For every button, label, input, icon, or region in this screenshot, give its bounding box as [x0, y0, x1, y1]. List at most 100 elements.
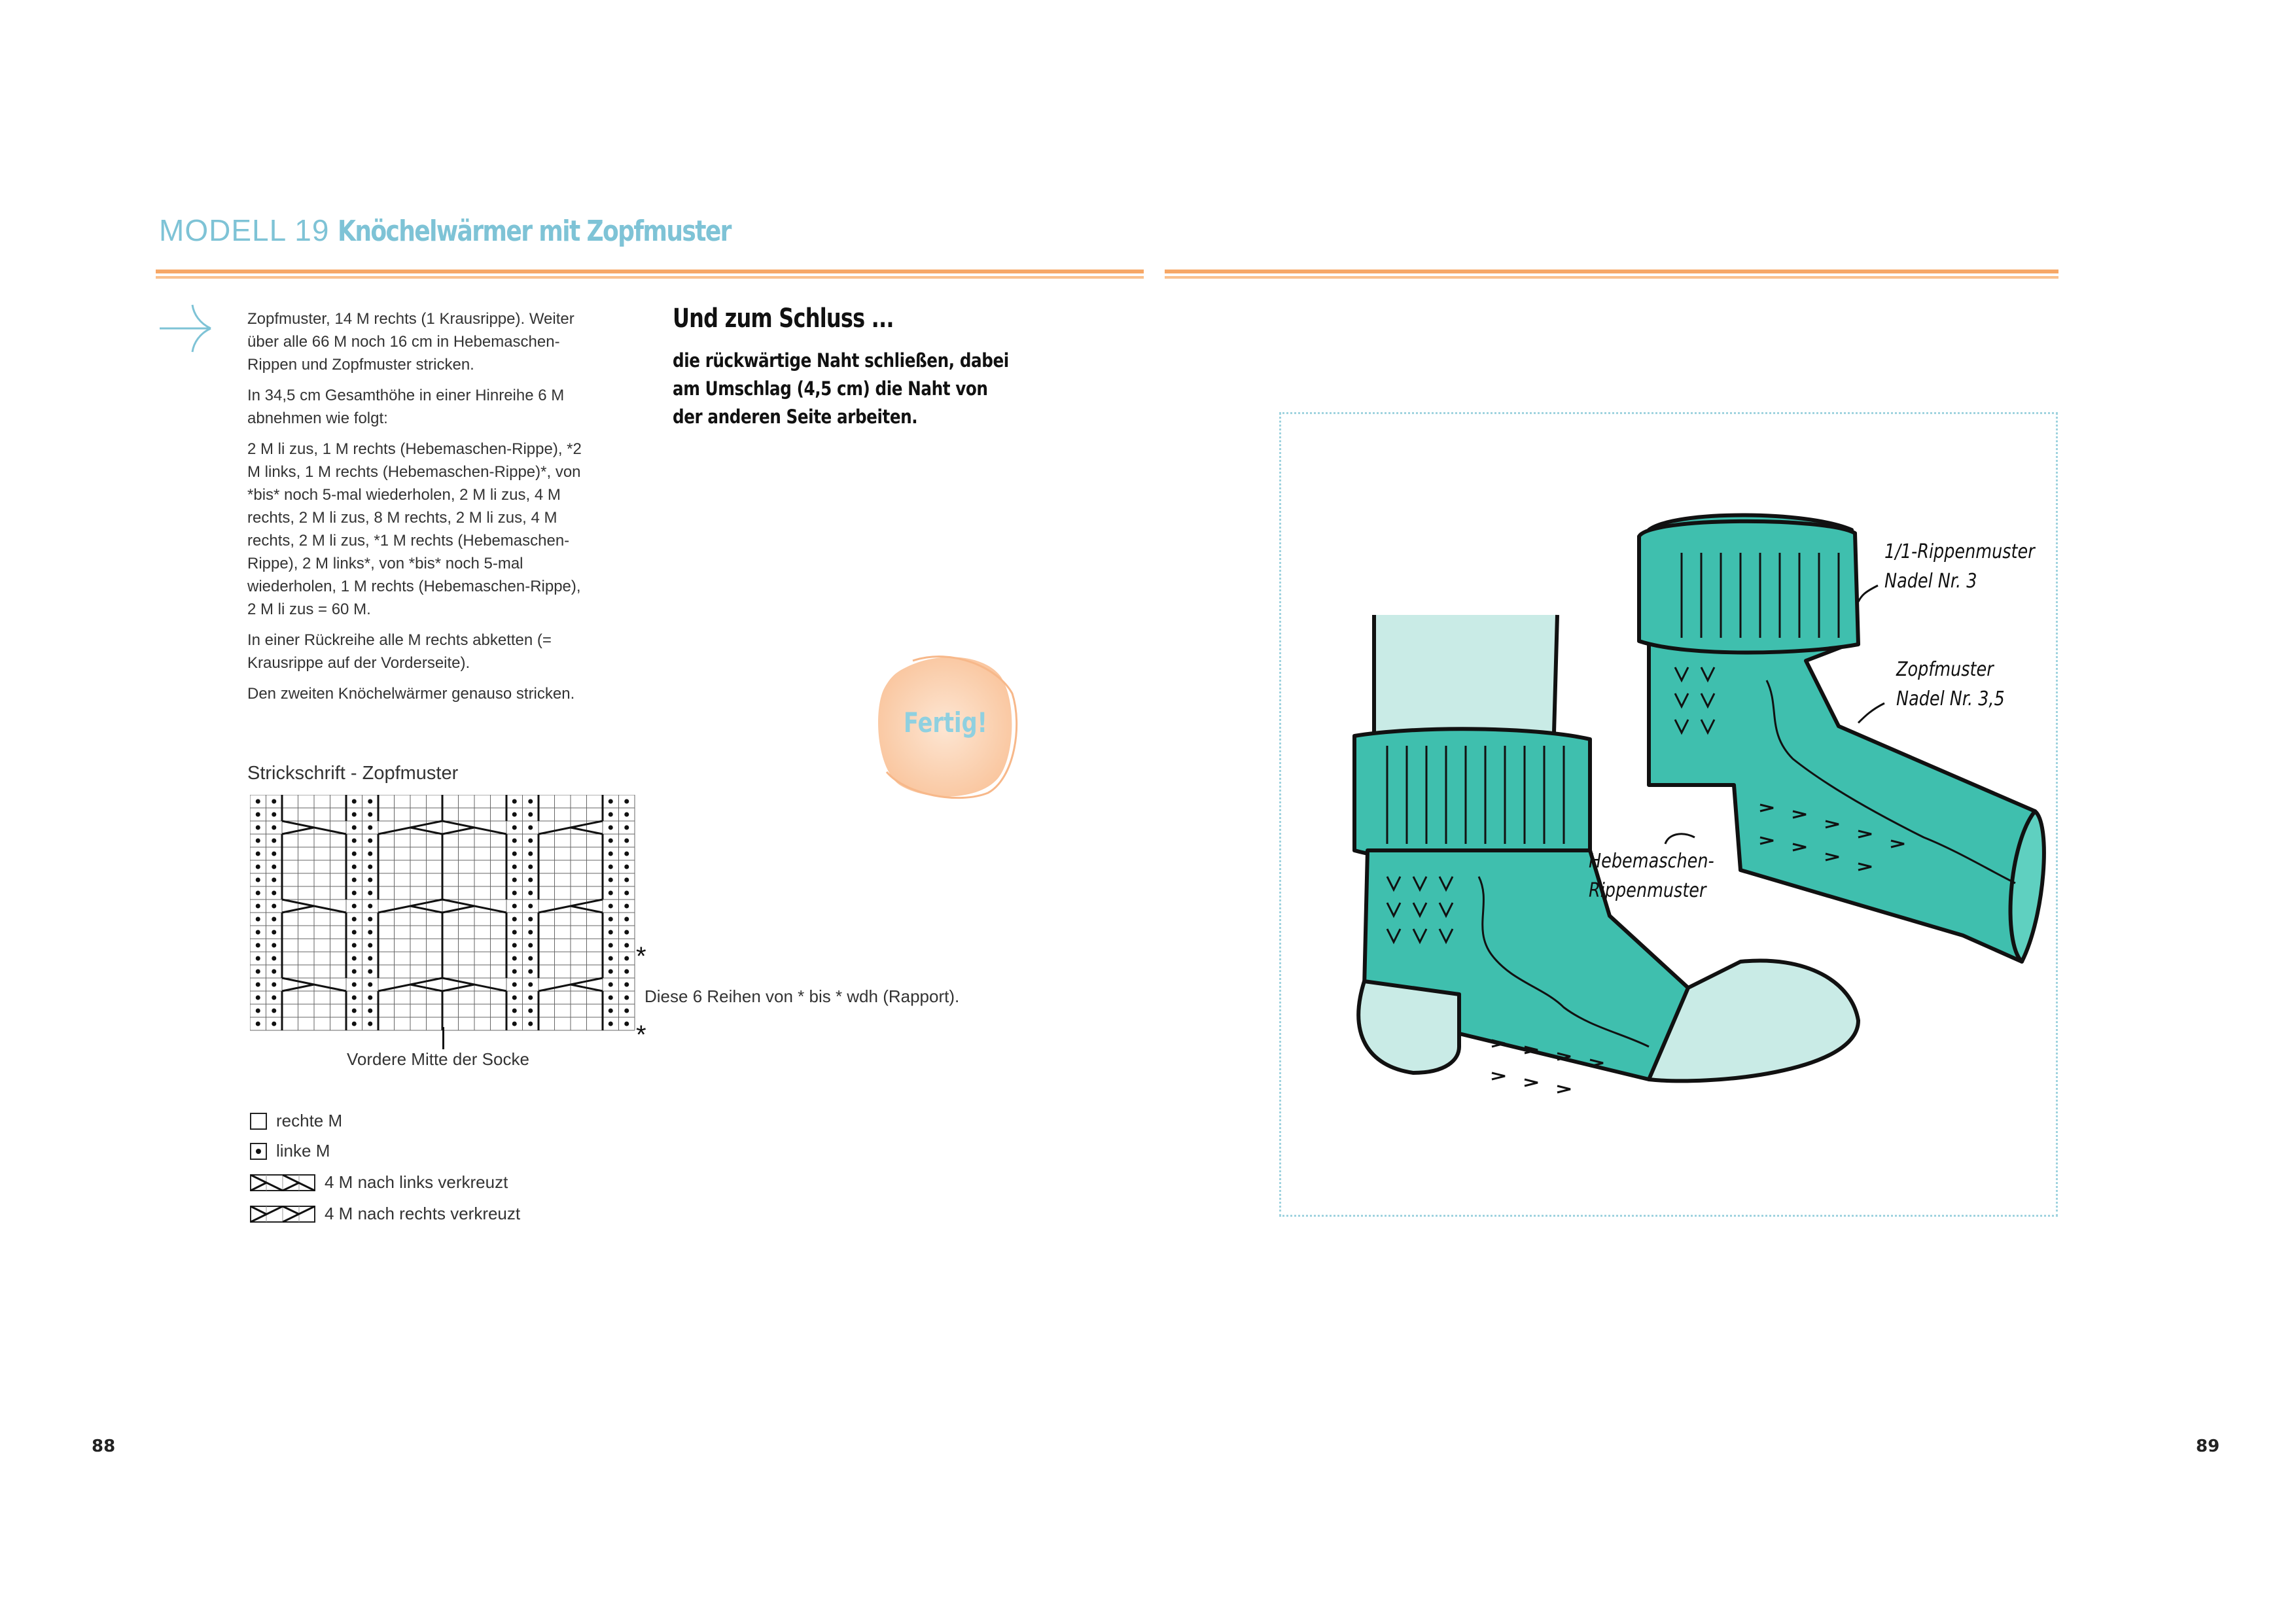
legend-label: rechte M: [276, 1111, 343, 1130]
purl-dot: [272, 903, 277, 909]
purl-dot: [528, 877, 533, 882]
purl-dot: [608, 1021, 613, 1026]
purl-dot: [624, 930, 629, 935]
label-slip-stitch-2: Rippenmuster: [1589, 879, 1706, 902]
purl-dot: [351, 825, 357, 830]
purl-dot: [255, 995, 260, 1000]
purl-dot: [624, 799, 629, 804]
purl-dot: [624, 890, 629, 896]
page-number-right: 89: [2196, 1437, 2220, 1456]
purl-dot: [255, 982, 260, 987]
purl-dot: [368, 812, 373, 817]
purl-dot: [624, 838, 629, 843]
purl-dot: [368, 903, 373, 909]
purl-dot: [512, 812, 517, 817]
fertig-badge-blob: [878, 655, 1018, 799]
purl-dot: [608, 982, 613, 987]
purl-dot: [608, 995, 613, 1000]
legend-item: rechte M: [250, 1111, 342, 1131]
purl-dot: [255, 851, 260, 856]
chart-title: Strickschrift - Zopfmuster: [247, 763, 459, 784]
instruction-paragraph: In einer Rückreihe alle M rechts abkette…: [247, 631, 552, 672]
purl-dot: [272, 930, 277, 935]
purl-dot: [624, 1021, 629, 1026]
cable-cross-mark: [442, 977, 507, 992]
purl-dot: [528, 838, 533, 843]
purl-dot: [624, 812, 629, 817]
cable-cross-mark: [442, 898, 507, 914]
cable-cross-mark: [281, 820, 347, 835]
purl-dot: [624, 982, 629, 987]
purl-dot: [528, 995, 533, 1000]
purl-dot: [512, 851, 517, 856]
purl-dot: [608, 916, 613, 922]
purl-dot: [255, 930, 260, 935]
purl-dot: [608, 943, 613, 948]
purl-dot: [512, 903, 517, 909]
purl-dot: [255, 877, 260, 882]
header-rule-left-thin: [156, 276, 1144, 279]
legend-item: 4 M nach links verkreuzt: [250, 1172, 508, 1193]
purl-dot: [608, 969, 613, 974]
finish-heading: Und zum Schluss ...: [673, 304, 894, 334]
purl-dot: [528, 812, 533, 817]
purl-dot: [351, 851, 357, 856]
purl-dot: [608, 877, 613, 882]
label-rib-pattern: 1/1-Rippenmuster: [1884, 540, 2035, 563]
purl-dot: [512, 890, 517, 896]
purl-dot: [272, 1008, 277, 1013]
header-rule-right-thin: [1165, 276, 2058, 279]
purl-dot: [624, 943, 629, 948]
purl-dot: [512, 1008, 517, 1013]
purl-dot: [512, 916, 517, 922]
model-title: Knöchelwärmer mit Zopfmuster: [338, 215, 732, 248]
purl-dot: [351, 838, 357, 843]
purl-dot: [255, 825, 260, 830]
purl-dot: [624, 969, 629, 974]
purl-dot: [624, 903, 629, 909]
purl-dot: [351, 864, 357, 869]
purl-dot: [351, 1021, 357, 1026]
purl-dot: [368, 799, 373, 804]
instruction-paragraph: Zopfmuster, 14 M rechts (1 Krausrippe). …: [247, 310, 574, 374]
purl-dot: [255, 838, 260, 843]
purl-dot: [512, 799, 517, 804]
purl-dot: [351, 995, 357, 1000]
cross-right-icon: [250, 1205, 315, 1223]
repeat-note: Diese 6 Reihen von * bis * wdh (Rapport)…: [645, 986, 960, 1006]
purl-dot: [528, 903, 533, 909]
purl-dot: [255, 799, 260, 804]
illustration-frame: [1279, 412, 2058, 1217]
purl-dot: [255, 890, 260, 896]
dot-square-icon: [250, 1142, 267, 1160]
purl-dot: [368, 995, 373, 1000]
purl-dot: [351, 982, 357, 987]
purl-dot: [608, 903, 613, 909]
purl-dot: [351, 890, 357, 896]
purl-dot: [608, 851, 613, 856]
center-note: Vordere Mitte der Socke: [347, 1049, 529, 1069]
purl-dot: [272, 890, 277, 896]
purl-dot: [255, 969, 260, 974]
purl-dot: [351, 903, 357, 909]
cable-cross-mark: [378, 820, 443, 835]
purl-dot: [272, 799, 277, 804]
purl-dot: [528, 825, 533, 830]
purl-dot: [528, 864, 533, 869]
purl-dot: [624, 956, 629, 961]
purl-dot: [624, 851, 629, 856]
label-rib-needle: Nadel Nr. 3: [1884, 570, 1977, 593]
cable-cross-mark: [378, 898, 443, 914]
purl-dot: [528, 1008, 533, 1013]
cable-cross-mark: [442, 820, 507, 835]
purl-dot: [255, 1008, 260, 1013]
cable-cross-mark: [281, 898, 347, 914]
purl-dot: [368, 969, 373, 974]
legend-item: 4 M nach rechts verkreuzt: [250, 1204, 520, 1224]
purl-dot: [608, 838, 613, 843]
purl-dot: [368, 877, 373, 882]
instruction-paragraph: In 34,5 cm Gesamthöhe in einer Hinreihe …: [247, 387, 565, 427]
purl-dot: [368, 851, 373, 856]
purl-dot: [528, 982, 533, 987]
purl-dot: [351, 943, 357, 948]
